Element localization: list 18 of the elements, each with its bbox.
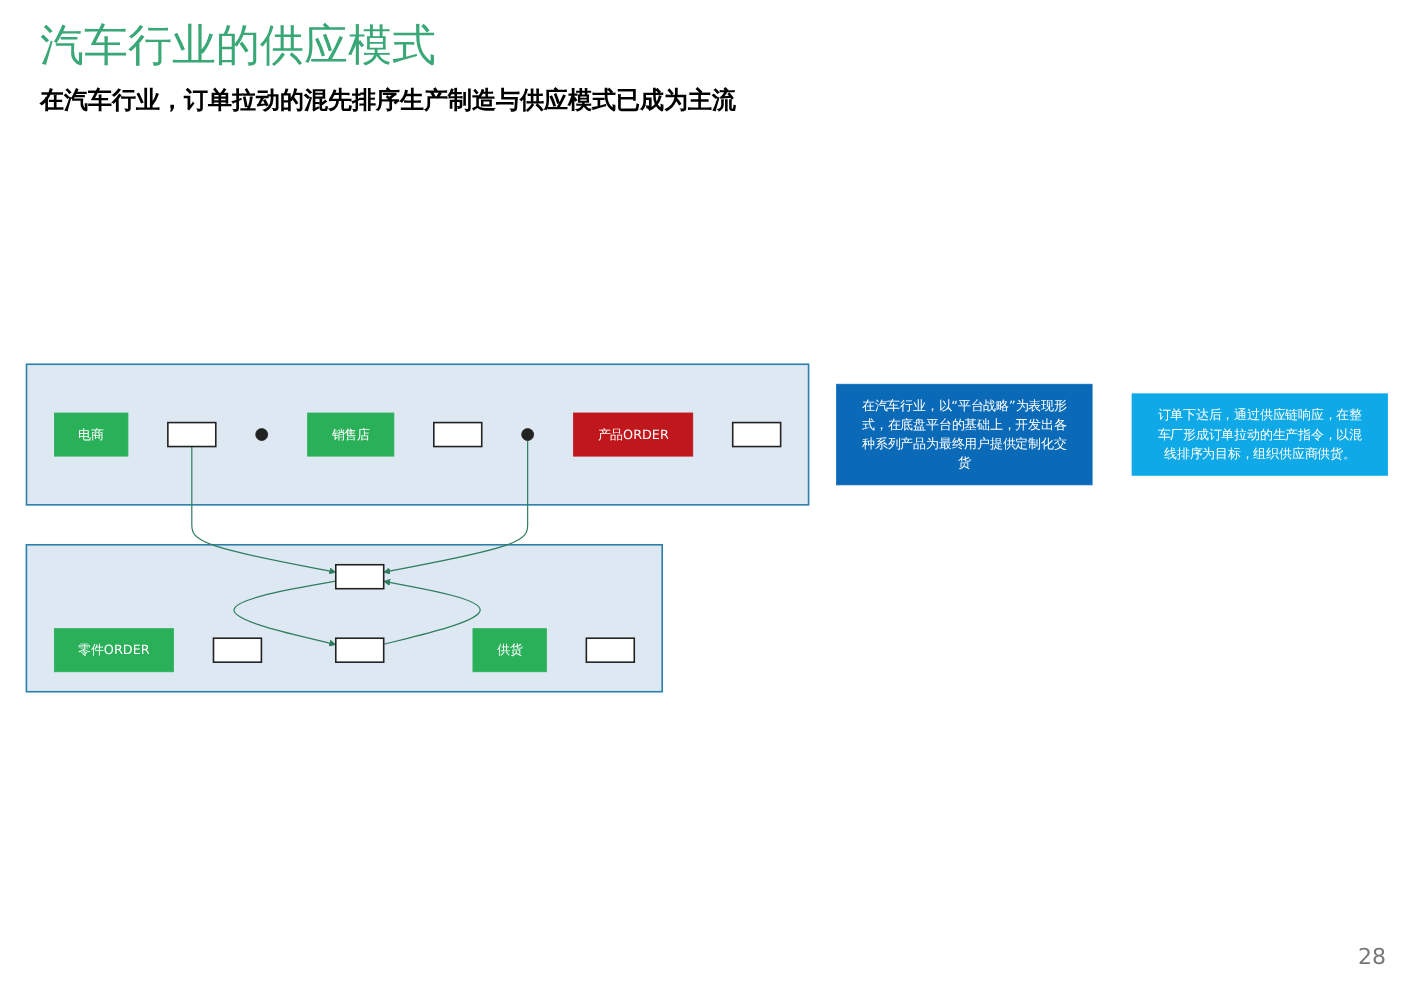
slide-title: 汽车行业的供应模式 <box>40 20 436 76</box>
cluster <box>25 363 810 506</box>
node-person <box>255 428 269 441</box>
node-box <box>585 637 636 663</box>
arrow <box>233 580 337 647</box>
node-person <box>521 428 535 441</box>
subtitle: 在汽车行业，订单拉动的混先排序生产制造与供应模式已成为主流 <box>40 84 736 118</box>
arrow <box>383 439 529 575</box>
page-number: 28 <box>1358 944 1386 970</box>
arrow <box>191 445 337 575</box>
node-box <box>212 637 263 663</box>
node-box <box>334 637 385 663</box>
cluster <box>25 543 663 693</box>
arrow <box>383 579 481 645</box>
node-box <box>334 563 385 590</box>
node-box <box>731 421 782 448</box>
node-box <box>433 421 483 448</box>
node-box <box>167 421 217 448</box>
